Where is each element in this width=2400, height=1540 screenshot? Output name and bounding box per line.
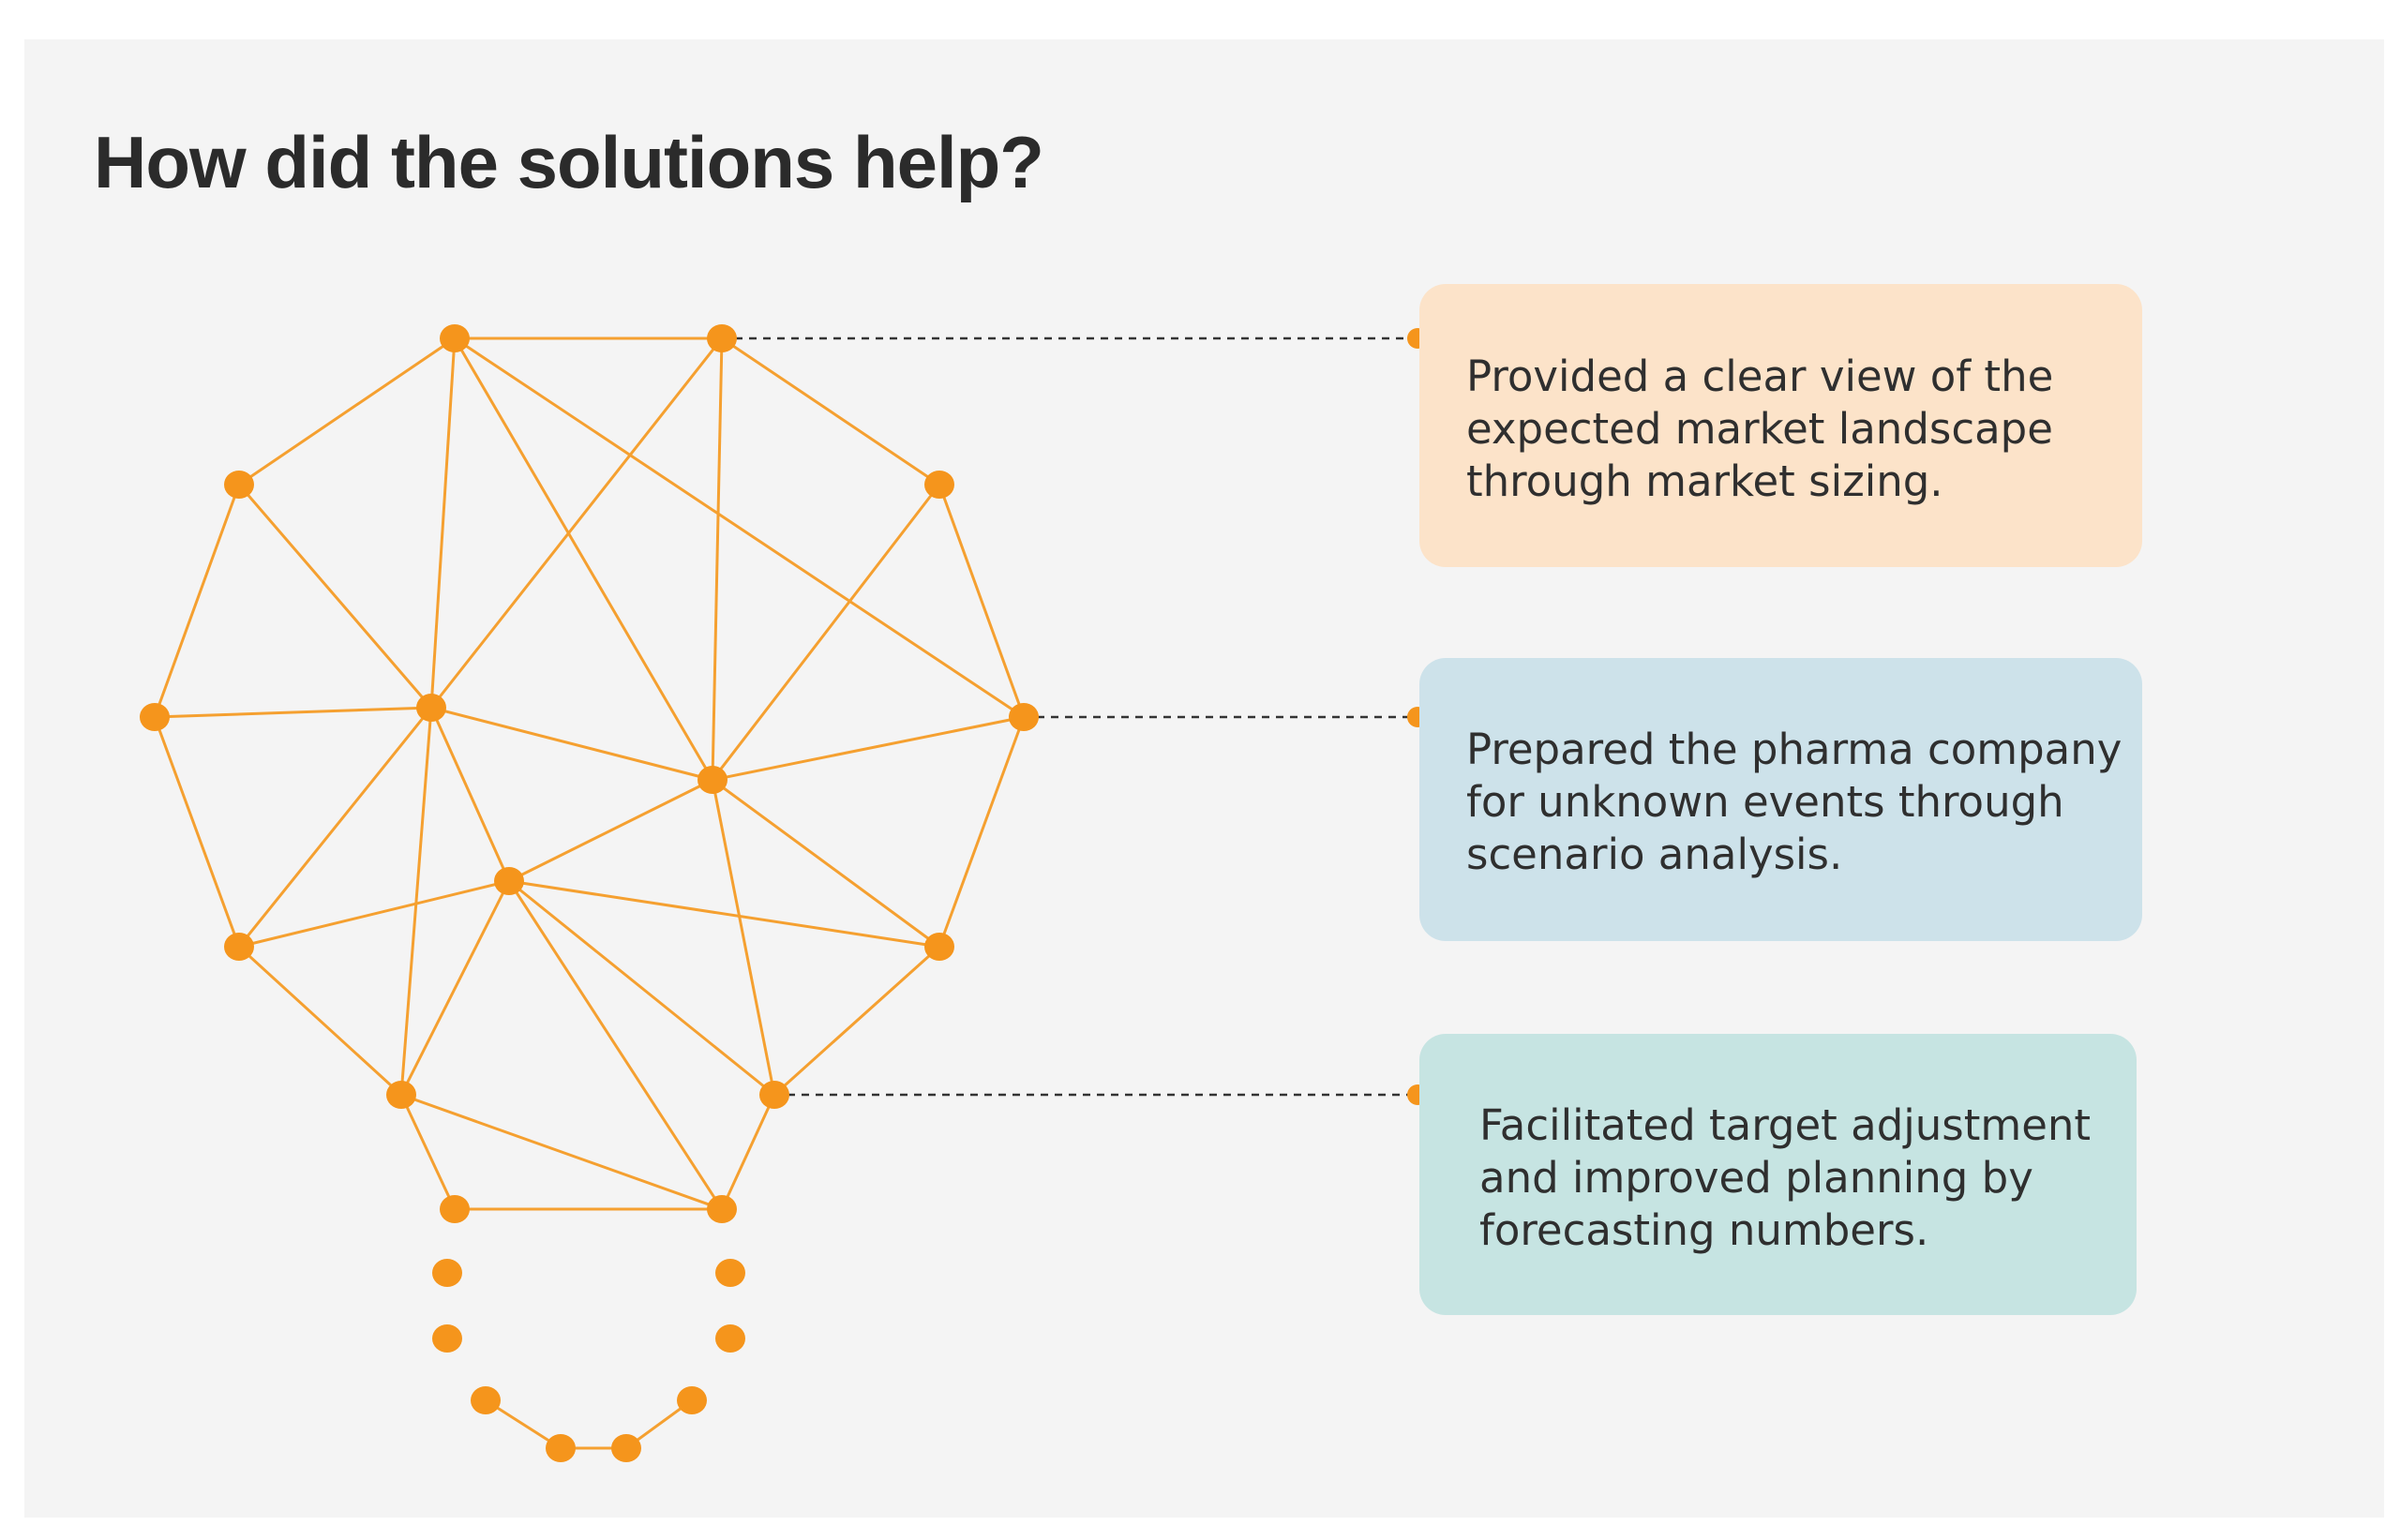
bulb-base-node (715, 1259, 745, 1287)
network-edge (237, 484, 433, 709)
network-node (759, 1081, 789, 1109)
network-edge (454, 336, 1025, 719)
network-edge (238, 879, 510, 949)
network-edge (429, 337, 457, 709)
bulb-base-node (611, 1434, 641, 1462)
network-node (698, 766, 728, 794)
network-node (1009, 703, 1039, 731)
network-edge (429, 337, 724, 709)
network-edge (508, 879, 940, 949)
network-node (707, 1195, 737, 1223)
network-edge (711, 779, 776, 1096)
bulb-base-node (471, 1386, 501, 1414)
network-node (224, 471, 254, 499)
network-node (440, 1195, 470, 1223)
network-edge (430, 706, 713, 782)
network-edge (429, 707, 511, 882)
network-node (440, 324, 470, 352)
network-node (494, 867, 524, 895)
network-edge (237, 945, 403, 1097)
network-edge (153, 716, 241, 948)
benefit-card-forecasting: Facilitated target adjustment and improv… (1419, 1034, 2137, 1315)
network-edge (711, 337, 724, 781)
network-edge (238, 336, 456, 486)
network-edge (508, 879, 775, 1097)
benefit-text-forecasting: Facilitated target adjustment and improv… (1479, 1100, 2092, 1255)
network-edge (399, 1094, 457, 1210)
network-edge (938, 484, 1026, 718)
network-node (386, 1081, 416, 1109)
network-edge (711, 484, 941, 781)
network-node (924, 933, 954, 961)
bulb-base-node (677, 1386, 707, 1414)
bulb-base-node (715, 1324, 745, 1353)
network-node (224, 933, 254, 961)
benefit-card-scenario-analysis: Prepared the pharma company for unknown … (1419, 658, 2142, 941)
network-edge (485, 1398, 562, 1450)
network-edge (507, 880, 724, 1210)
network-edge (153, 484, 241, 718)
network-node (707, 324, 737, 352)
network-edge (720, 1094, 776, 1210)
network-edge (399, 880, 511, 1096)
network-edge (721, 336, 940, 486)
network-edges (153, 336, 1026, 1450)
benefit-card-market-sizing: Provided a clear view of the expected ma… (1419, 284, 2142, 567)
network-edge (400, 1093, 723, 1211)
network-edge (237, 707, 433, 948)
network-nodes (140, 324, 1039, 1462)
bulb-base-node (432, 1259, 462, 1287)
benefit-text-scenario-analysis: Prepared the pharma company for unknown … (1466, 725, 2122, 879)
bulb-base-node (546, 1434, 576, 1462)
network-node (924, 471, 954, 499)
network-edge (453, 337, 714, 781)
network-edge (399, 707, 433, 1096)
network-edge (712, 778, 940, 949)
network-edge (712, 715, 1025, 782)
benefit-text-market-sizing: Provided a clear view of the expected ma… (1466, 351, 2054, 506)
network-node (140, 703, 170, 731)
network-edge (938, 716, 1026, 948)
network-edge (772, 945, 941, 1097)
bulb-base-node (432, 1324, 462, 1353)
connector-lines (735, 328, 1428, 1105)
network-edge (508, 778, 713, 883)
network-node (416, 694, 446, 722)
page-title: How did the solutions help? (94, 121, 1044, 203)
network-edge (154, 706, 432, 719)
